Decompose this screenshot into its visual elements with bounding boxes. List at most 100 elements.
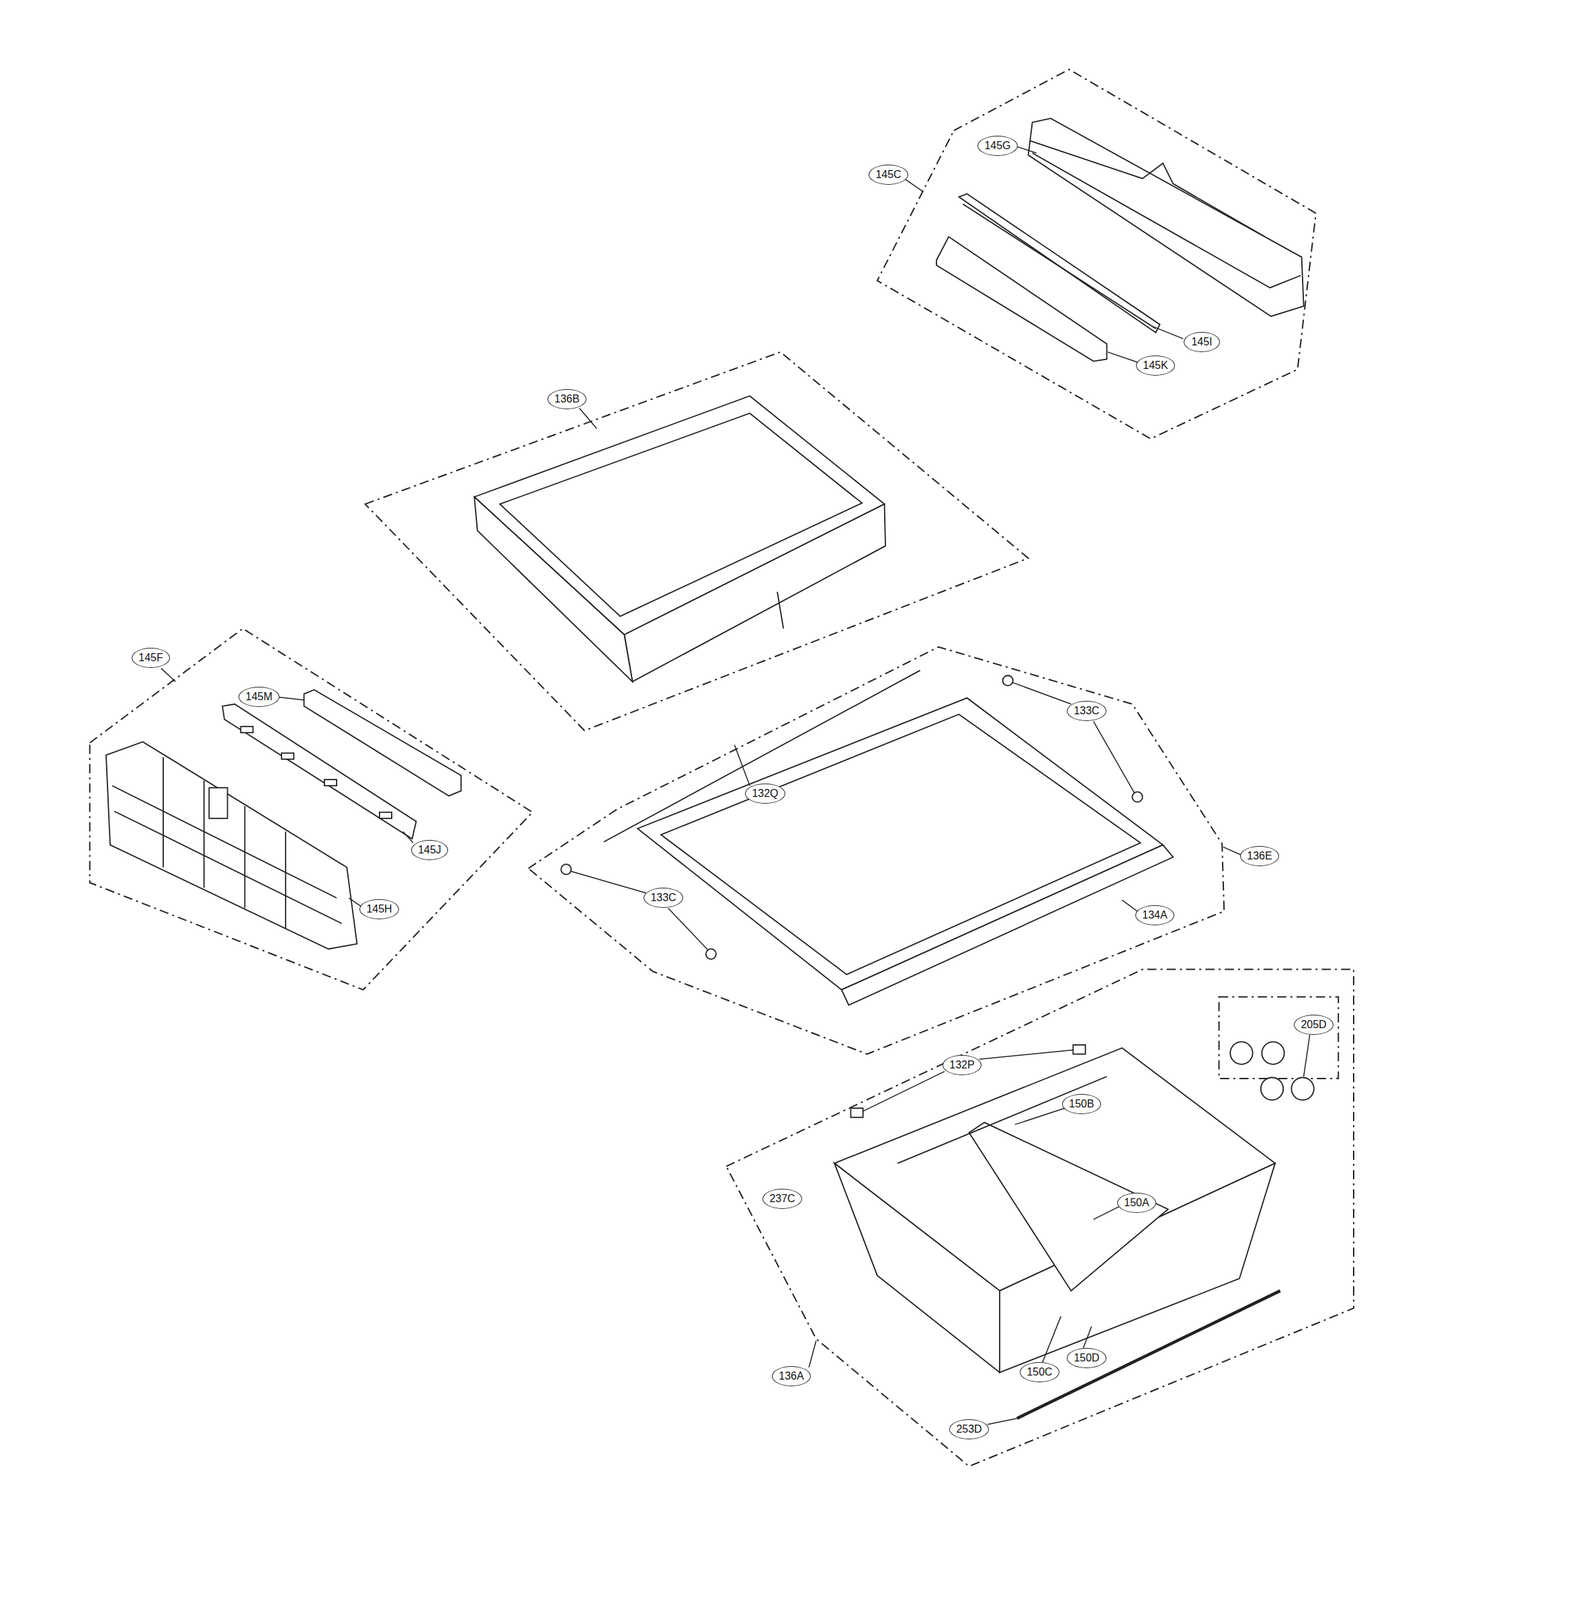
nut <box>560 863 572 874</box>
callout-oval: 145C <box>868 164 909 185</box>
callout-number: 132P <box>949 1059 975 1071</box>
callout-oval: 205D <box>1293 1014 1334 1035</box>
leader-line <box>1303 1034 1310 1077</box>
leader-line <box>1093 721 1135 793</box>
callout-number: 145G <box>984 140 1011 152</box>
callout-oval: 145H <box>359 898 400 920</box>
tray <box>777 591 784 629</box>
callout-oval: 132Q <box>745 783 786 804</box>
drawer-panel <box>244 806 246 909</box>
callout-oval: 136E <box>1240 845 1280 866</box>
callout-oval: 253D <box>949 1418 989 1439</box>
slide-rail <box>222 704 417 839</box>
leader-line <box>1083 1326 1092 1348</box>
leader-line <box>734 745 750 786</box>
callout-oval: 133C <box>1066 700 1107 721</box>
tray <box>499 413 862 617</box>
callout-number: 253D <box>955 1423 982 1435</box>
leader-line <box>1013 682 1072 705</box>
callout-number: 145C <box>875 169 901 181</box>
callout-oval: 150A <box>1117 1192 1157 1213</box>
drawer-panel <box>112 785 337 898</box>
callout-oval: 237C <box>762 1188 803 1209</box>
cap <box>1261 1041 1284 1064</box>
callout-oval: 132P <box>942 1054 982 1075</box>
callout-number: 136A <box>778 1370 804 1382</box>
divider <box>969 1121 1169 1291</box>
callout-oval: 145M <box>238 686 280 707</box>
leader-line <box>1223 846 1242 855</box>
leader-line <box>987 1418 1018 1425</box>
callout-oval: 145J <box>411 839 449 860</box>
slide-rail <box>240 726 253 733</box>
leader-line <box>579 407 597 428</box>
group-boundary <box>528 646 1225 1055</box>
cap <box>1230 1041 1253 1064</box>
tray <box>637 697 1163 990</box>
rail-cover <box>936 236 1108 361</box>
callout-oval: 145I <box>1183 331 1220 353</box>
leader-line <box>1152 326 1184 339</box>
leader-line <box>668 907 709 950</box>
leader-line <box>1015 1107 1065 1124</box>
callout-number: 150B <box>1068 1098 1094 1110</box>
group-boundary <box>365 352 1029 731</box>
leader-line <box>979 1050 1074 1060</box>
callout-oval: 150B <box>1062 1093 1102 1114</box>
callout-number: 133C <box>650 892 676 903</box>
callout-oval: 136B <box>547 388 587 410</box>
drawer-panel <box>284 831 287 929</box>
callout-oval: 145K <box>1135 355 1175 376</box>
callout-oval: 145G <box>977 135 1018 156</box>
callout-oval: 150C <box>1019 1361 1060 1382</box>
bin <box>897 1076 1107 1163</box>
callout-number: 237C <box>769 1193 795 1204</box>
callout-number: 145J <box>417 844 442 856</box>
slide-rail <box>379 812 392 819</box>
cap <box>1260 1077 1284 1100</box>
leader-line <box>905 179 924 192</box>
callout-number: 145I <box>1191 336 1212 348</box>
callout-oval: 134A <box>1135 904 1175 926</box>
pad <box>850 1107 863 1118</box>
nut <box>1132 791 1143 802</box>
group-boundary <box>726 969 1354 1467</box>
callout-oval: 145F <box>131 647 170 668</box>
group-boundary <box>877 69 1317 439</box>
group-boundary <box>1219 996 1339 1079</box>
callout-number: 132Q <box>751 788 778 799</box>
rail-cover <box>304 689 462 797</box>
callout-oval: 150D <box>1066 1347 1107 1368</box>
bin <box>834 1162 1000 1372</box>
leader-line <box>1121 899 1138 911</box>
leader-line <box>1042 1316 1061 1362</box>
leader-line <box>1107 352 1138 363</box>
callout-number: 136B <box>554 393 580 405</box>
drawer-panel <box>208 787 228 819</box>
slide-rail <box>324 779 337 786</box>
callout-number: 145F <box>138 652 163 664</box>
callout-number: 205D <box>1300 1019 1327 1030</box>
callout-number: 133C <box>1073 705 1100 717</box>
leader-line <box>863 1070 945 1111</box>
callout-number: 150D <box>1073 1352 1100 1364</box>
rail-bracket <box>1028 118 1304 317</box>
tray <box>661 714 1141 975</box>
leader-line <box>571 871 646 893</box>
rod <box>603 670 921 842</box>
tray <box>474 395 885 635</box>
cap <box>1291 1077 1314 1100</box>
drawer-panel <box>203 780 205 888</box>
strip <box>1017 1290 1281 1419</box>
callout-oval: 133C <box>643 887 684 908</box>
callout-number: 136E <box>1246 850 1272 862</box>
leader-line <box>161 668 176 682</box>
callout-number: 150A <box>1123 1197 1149 1208</box>
leader-line <box>277 696 304 701</box>
callout-number: 145K <box>1142 360 1168 371</box>
rail-bracket <box>1030 141 1265 238</box>
nut <box>706 948 717 959</box>
callout-number: 150C <box>1026 1366 1053 1378</box>
callout-oval: 136A <box>771 1365 811 1386</box>
pad <box>1072 1044 1085 1055</box>
